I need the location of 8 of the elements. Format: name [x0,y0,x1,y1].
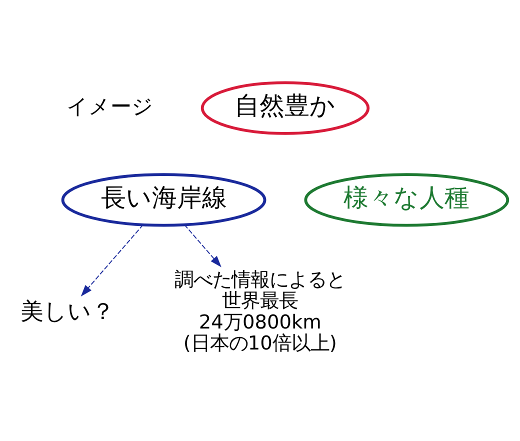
node-text: 調べた情報によると 世界最長 24万0800km (日本の10倍以上) [174,267,346,354]
node-text: 美しい？ [20,298,114,324]
node-ellipse: 様々な人種 [304,172,510,226]
label: イメージ [66,92,154,118]
arrow [184,224,222,267]
node-ellipse: 長い海岸線 [61,172,266,226]
arrow [80,224,144,296]
node-ellipse: 自然豊か [200,80,370,134]
